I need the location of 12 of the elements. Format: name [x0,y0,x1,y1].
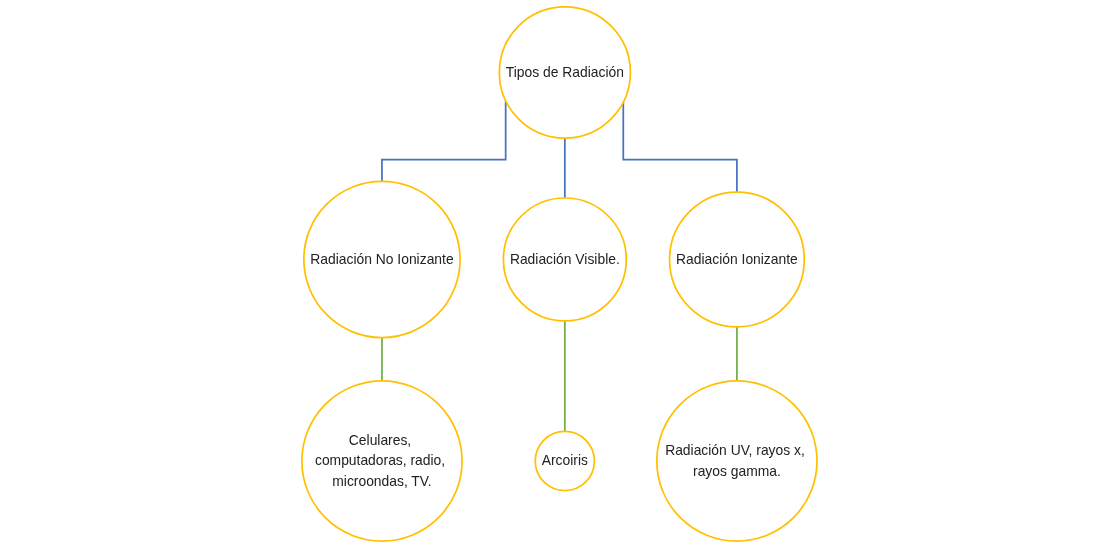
connector [564,137,566,199]
node-circle: Radiación UV, rayos x, rayos gamma. [656,380,818,542]
connector [736,325,738,382]
connector [381,336,383,382]
node-circle: Tipos de Radiación [498,6,632,139]
connector [564,320,566,433]
node-circle: Celulares, computadoras, radio, microondas, TV. [301,380,463,542]
node-circle: Radiación Ionizante [668,191,806,328]
node-circle: Radiación No Ionizante [303,180,461,339]
connector [622,101,738,193]
node-circle: Arcoiris [534,430,596,492]
node-circle: Radiación Visible. [502,197,628,322]
